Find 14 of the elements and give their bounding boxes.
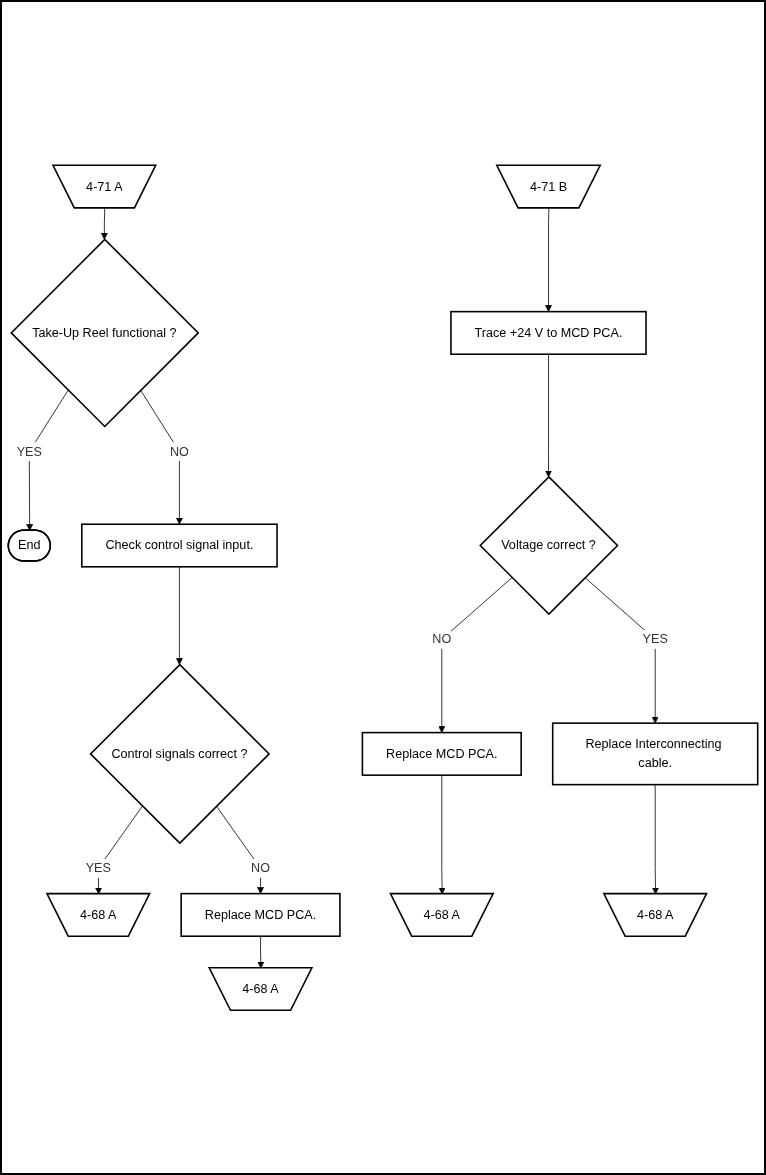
edge-label: NO (432, 631, 452, 646)
node-box: Check control signal input. (81, 523, 278, 568)
node-box: Replace MCD PCA. (361, 731, 522, 776)
edge-label: NO (169, 444, 189, 458)
edge-label: YES (642, 631, 668, 646)
node-box: Trace +24 V to MCD PCA. (450, 310, 647, 355)
node-diamond: Voltage correct ? (479, 475, 619, 615)
node-diamond: Take-Up Reel functional ? (10, 238, 200, 428)
node-box: Replace Interconnecting cable. (551, 722, 759, 786)
edge-label: YES (85, 861, 111, 875)
node-box: Replace MCD PCA. (180, 892, 341, 937)
node-diamond: Control signals correct ? (89, 663, 271, 844)
edge-label: NO (251, 861, 271, 875)
edge-label: YES (16, 444, 42, 458)
